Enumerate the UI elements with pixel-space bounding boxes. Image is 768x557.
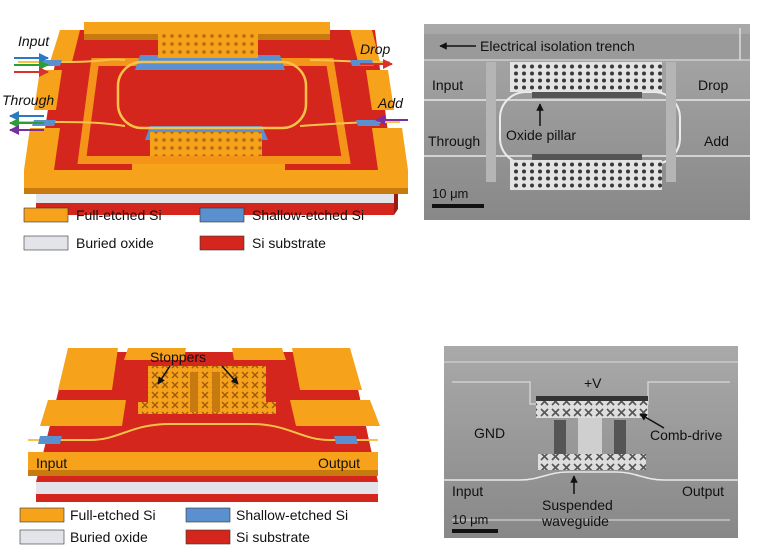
top-perforated-plate bbox=[158, 32, 258, 58]
sem-input-label: Input bbox=[432, 77, 463, 93]
ring-resonator bbox=[116, 60, 308, 130]
sem-drop-label: Drop bbox=[698, 77, 729, 93]
bottom-left-schematic: Stoppers Input Output bbox=[28, 348, 380, 502]
label-input: Input bbox=[18, 33, 50, 49]
top-right-sem: Electrical isolation trench Input Drop T… bbox=[424, 24, 750, 220]
br-bottom-plate bbox=[538, 454, 646, 470]
br-suspended-label-2: waveguide bbox=[541, 513, 609, 529]
bl-legend-full-etched: Full-etched Si bbox=[70, 507, 156, 523]
bl-substrate-top bbox=[36, 352, 378, 482]
br-comb-top bbox=[536, 400, 648, 418]
sem-pillar-label: Oxide pillar bbox=[506, 127, 576, 143]
br-comb-label: Comb-drive bbox=[650, 427, 723, 443]
sem-bottom-plate bbox=[510, 160, 662, 190]
top-left-schematic: Input Through Drop Add bbox=[2, 22, 408, 215]
bl-legend-si-substrate: Si substrate bbox=[236, 529, 310, 545]
bl-stoppers-label: Stoppers bbox=[150, 349, 206, 365]
sem-scale-label: 10 μm bbox=[432, 186, 468, 201]
label-through: Through bbox=[2, 92, 54, 108]
legend-si-substrate: Si substrate bbox=[252, 235, 326, 251]
bl-comb-structure bbox=[148, 366, 266, 406]
sem-through-label: Through bbox=[428, 133, 480, 149]
top-left-legend: Full-etched Si Shallow-etched Si Buried … bbox=[23, 207, 364, 251]
br-gnd-label: GND bbox=[474, 425, 505, 441]
legend-buried-oxide: Buried oxide bbox=[76, 235, 154, 251]
sem-trench-label: Electrical isolation trench bbox=[480, 38, 635, 54]
br-scale-bar bbox=[452, 529, 498, 533]
br-input-label: Input bbox=[452, 483, 483, 499]
bl-input-label: Input bbox=[36, 455, 67, 471]
br-plusv-label: +V bbox=[584, 375, 602, 391]
bl-legend-buried-oxide: Buried oxide bbox=[70, 529, 148, 545]
br-scale-label: 10 μm bbox=[452, 512, 488, 527]
br-suspended-label-1: Suspended bbox=[542, 497, 613, 513]
sem-add-label: Add bbox=[704, 133, 729, 149]
sem-top-plate bbox=[510, 62, 662, 92]
legend-full-etched: Full-etched Si bbox=[76, 207, 162, 223]
bottom-left-legend: Full-etched Si Shallow-etched Si Buried … bbox=[19, 507, 348, 545]
br-output-label: Output bbox=[682, 483, 724, 499]
bl-legend-shallow-etched: Shallow-etched Si bbox=[236, 507, 348, 523]
label-drop: Drop bbox=[360, 41, 391, 57]
bottom-right-sem: +V GND Comb-drive Input Output Suspended… bbox=[444, 346, 738, 538]
bottom-perforated-plate bbox=[150, 132, 262, 156]
legend-shallow-etched: Shallow-etched Si bbox=[252, 207, 364, 223]
bl-output-label: Output bbox=[318, 455, 360, 471]
label-add: Add bbox=[377, 95, 404, 111]
sem-scale-bar bbox=[432, 204, 484, 208]
